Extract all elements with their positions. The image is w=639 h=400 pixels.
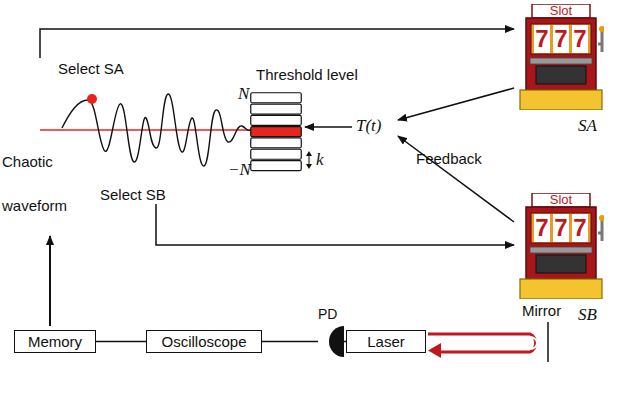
slot-machine-body — [518, 4, 604, 110]
reel-symbol: 7 — [534, 25, 550, 53]
connector — [96, 341, 146, 343]
threshold-signal: T(t) — [356, 116, 382, 136]
memory-box: Memory — [14, 330, 96, 353]
reel-symbol: 7 — [553, 214, 569, 242]
slot-title: Slot — [532, 192, 590, 207]
feedback-arrow — [398, 136, 514, 222]
select-arrow — [40, 29, 514, 58]
zero-line — [40, 129, 252, 131]
photodiode-label: PD — [318, 306, 337, 322]
reel-symbol: 7 — [572, 25, 588, 53]
feedback-arrow — [398, 88, 514, 120]
box-label: Memory — [28, 333, 82, 350]
reel-symbol: 7 — [534, 214, 550, 242]
select-label: Select SA — [58, 60, 124, 77]
box-label: Laser — [367, 333, 405, 350]
mirror-label: Mirror — [522, 302, 561, 319]
slot-title: Slot — [532, 3, 590, 18]
oscilloscope-box: Oscilloscope — [146, 330, 262, 353]
slot-machine: Slot777SB — [518, 193, 604, 299]
threshold-min: −N — [228, 160, 251, 180]
feedback-label: Feedback — [416, 150, 482, 167]
machine-label: SB — [578, 305, 597, 325]
slot-machine-body — [518, 193, 604, 299]
laser-beam-inner — [428, 337, 537, 349]
threshold-title: Threshold level — [256, 66, 358, 83]
select-label: Select SB — [100, 186, 166, 203]
threshold-arrow — [305, 126, 352, 128]
step-label: k — [316, 150, 324, 170]
box-label: Oscilloscope — [161, 333, 246, 350]
threshold-stack: Threshold level — [250, 92, 302, 172]
mirror — [547, 322, 549, 362]
slot-machine: Slot777SA — [518, 4, 604, 110]
laser-box: Laser — [346, 330, 426, 353]
laser-beam-head — [428, 343, 441, 358]
chaotic-waveform — [62, 94, 250, 166]
threshold-max: N — [238, 84, 249, 104]
reel-symbol: 7 — [572, 214, 588, 242]
threshold-bars — [250, 92, 302, 172]
waveform-label: Chaotic waveform — [2, 140, 92, 228]
reel-symbol: 7 — [553, 25, 569, 53]
connector — [262, 341, 318, 343]
machine-label: SA — [578, 116, 597, 136]
k-arrow-heads — [306, 151, 312, 169]
data-arrow — [49, 236, 51, 326]
photodiode-symbol — [318, 326, 344, 357]
current-point — [87, 94, 97, 104]
select-arrow — [156, 204, 514, 245]
photodiode: PD — [318, 326, 344, 357]
